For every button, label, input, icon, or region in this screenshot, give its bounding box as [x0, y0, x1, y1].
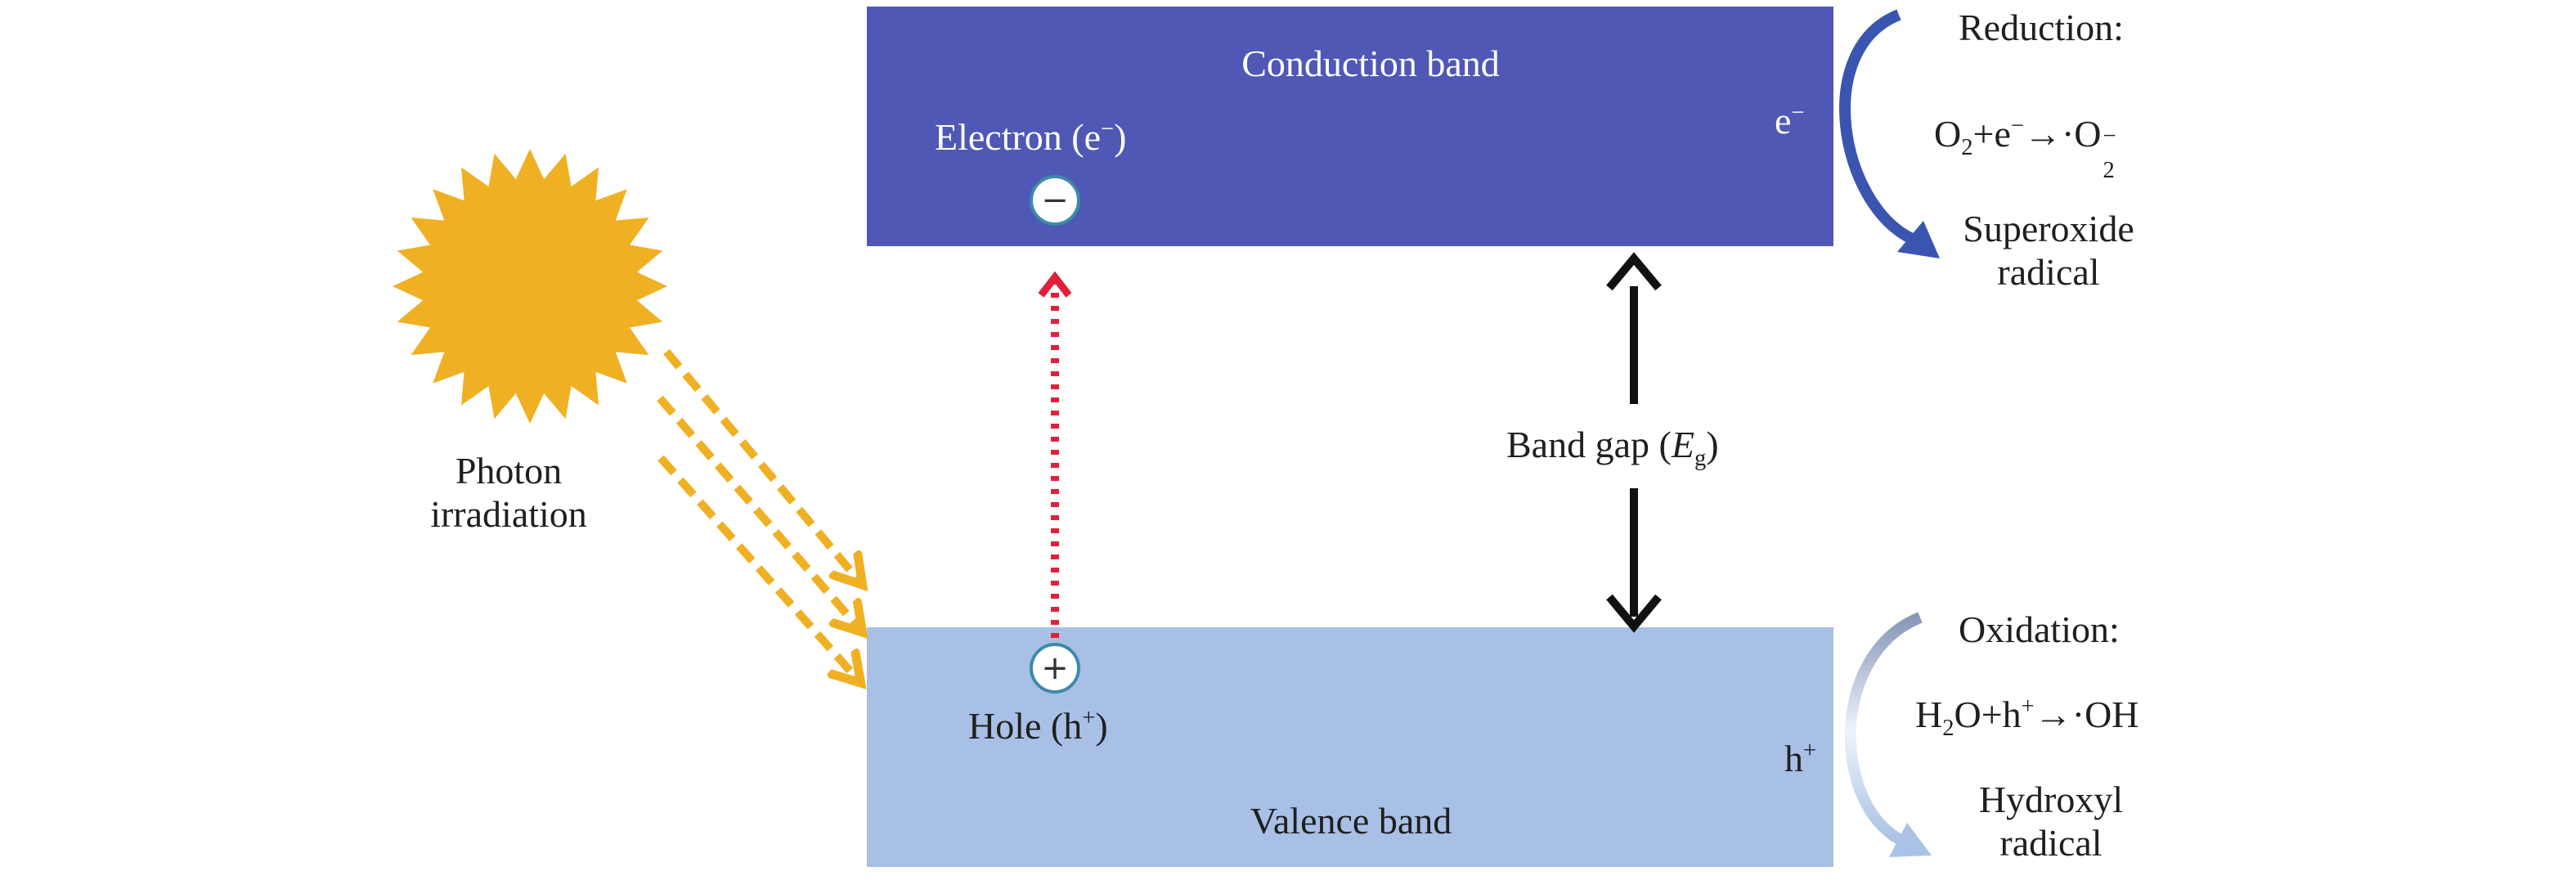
valence-band-label: Valence band: [1250, 800, 1452, 842]
photon-arrows: [657, 348, 860, 680]
band-gap-arrow: [1606, 252, 1662, 633]
oxidation-equation: H2O+h+→·OH: [1915, 694, 2139, 742]
electron-symbol-icon: −: [1030, 175, 1080, 226]
reduction-equation: O2+e−→·O−2: [1934, 113, 2116, 183]
hole-label: Hole (h+): [968, 705, 1108, 747]
band-gap-label: Band gap (Eg): [1506, 424, 1719, 472]
superoxide-label: Superoxide radical: [1963, 208, 2134, 293]
conduction-carrier-label: e−: [1775, 100, 1805, 141]
electron-label: Electron (e−): [935, 116, 1127, 158]
reduction-title: Reduction:: [1959, 7, 2124, 48]
photon-arrow: [657, 395, 860, 630]
hydroxyl-label: Hydroxyl radical: [1978, 779, 2124, 864]
valence-carrier-label: h+: [1784, 738, 1817, 779]
hole-symbol-icon: +: [1030, 643, 1080, 694]
oxidation-title: Oxidation:: [1959, 608, 2120, 650]
photon-label: Photon irradiation: [430, 450, 587, 535]
conduction-band-label: Conduction band: [1241, 43, 1500, 84]
oxidation-arrow-icon: [1844, 612, 1932, 857]
photon-arrow: [657, 455, 859, 680]
valence-band-box: [867, 627, 1833, 867]
reduction-arrow-icon: [1839, 9, 1940, 258]
photon-arrow: [663, 348, 860, 582]
sun-icon: [393, 149, 667, 424]
conduction-band-box: [867, 7, 1833, 246]
